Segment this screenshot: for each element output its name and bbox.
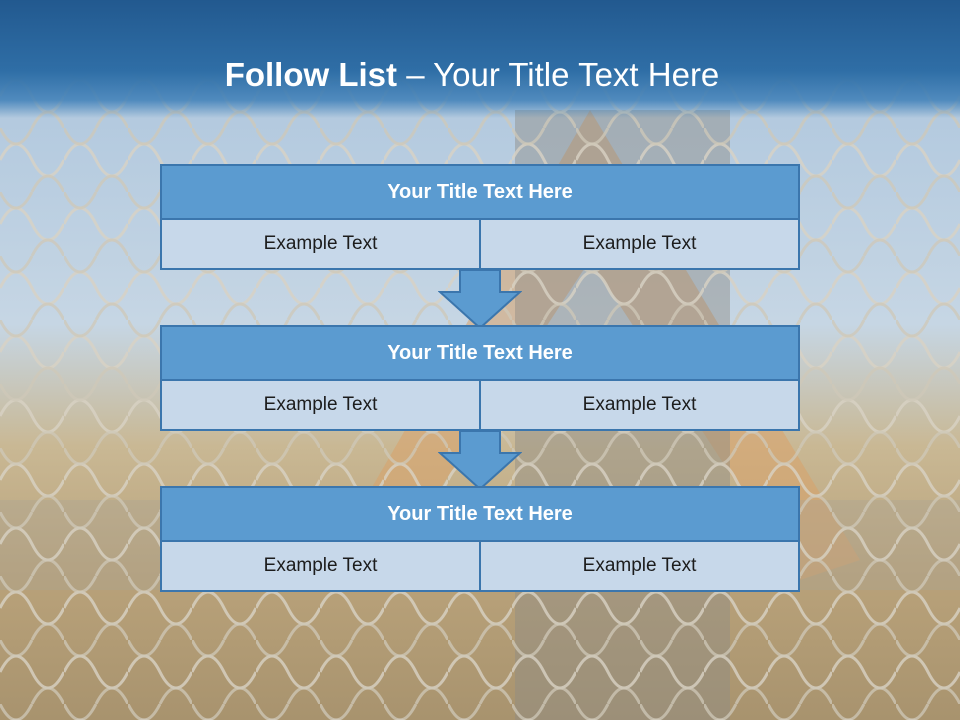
title-band: [0, 0, 960, 118]
block-cell-right: Example Text: [481, 381, 800, 431]
slide-title-rest: – Your Title Text Here: [397, 56, 720, 93]
list-block-1: Your Title Text Here Example Text Exampl…: [160, 164, 800, 270]
list-block-2: Your Title Text Here Example Text Exampl…: [160, 325, 800, 431]
block-row: Example Text Example Text: [160, 542, 800, 592]
slide-title-bold: Follow List: [224, 56, 398, 93]
block-cell-left: Example Text: [160, 542, 481, 592]
block-title: Your Title Text Here: [160, 486, 800, 542]
list-block-3: Your Title Text Here Example Text Exampl…: [160, 486, 800, 592]
block-cell-left: Example Text: [160, 381, 481, 431]
down-arrow-icon: [438, 431, 522, 491]
block-cell-left: Example Text: [160, 220, 481, 270]
down-arrow-icon: [438, 270, 522, 330]
block-row: Example Text Example Text: [160, 220, 800, 270]
block-row: Example Text Example Text: [160, 381, 800, 431]
slide-title: Follow List – Your Title Text Here: [0, 52, 944, 98]
block-title: Your Title Text Here: [160, 325, 800, 381]
block-cell-right: Example Text: [481, 542, 800, 592]
block-cell-right: Example Text: [481, 220, 800, 270]
block-title: Your Title Text Here: [160, 164, 800, 220]
